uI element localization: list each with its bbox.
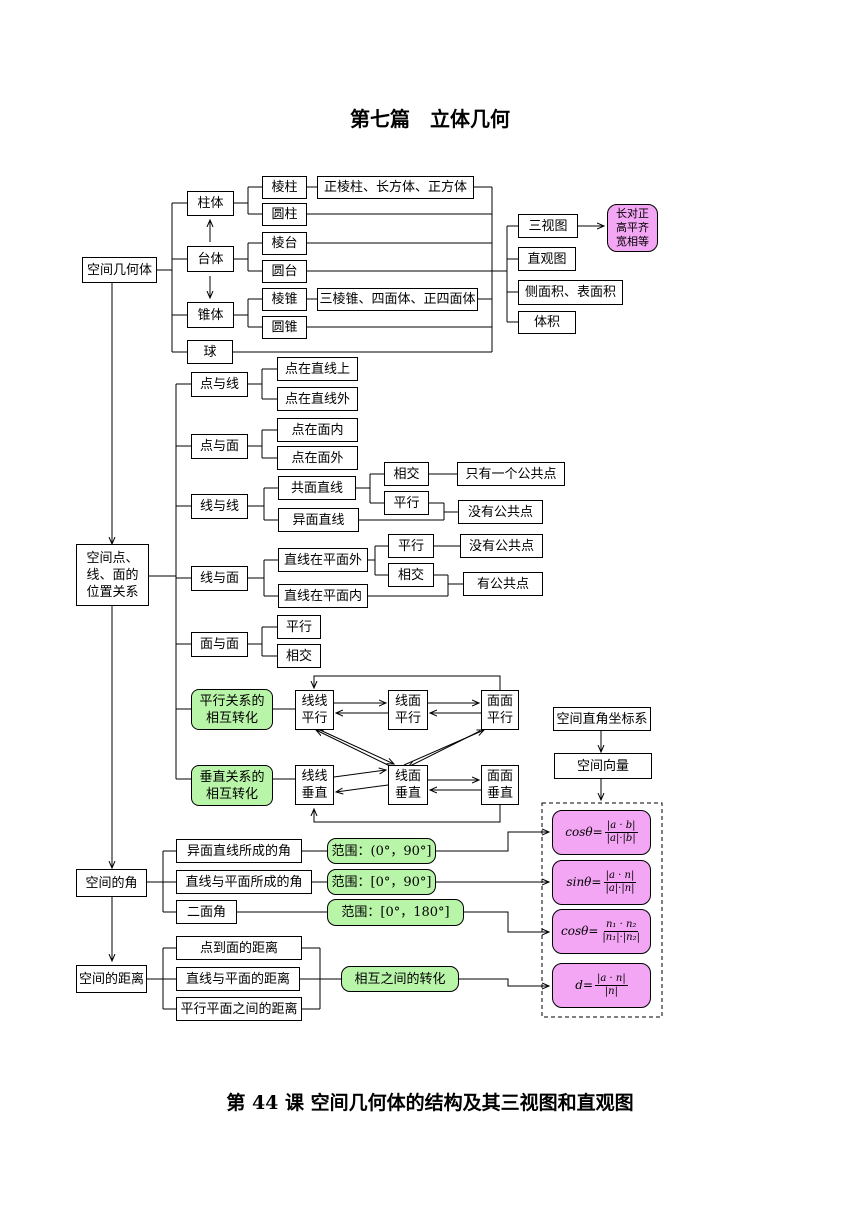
node-space-vector: 空间向量 (554, 753, 652, 779)
node-pyramid-solid: 锥体 (187, 302, 234, 328)
node-line-line: 线与线 (191, 494, 248, 519)
node-relations-root: 空间点、 线、面的 位置关系 (76, 544, 149, 606)
node-line-plane-angle: 直线与平面所成的角 (176, 870, 312, 894)
lesson-title: 第 44 课 空间几何体的结构及其三视图和直观图 (226, 1092, 634, 1114)
node-dihedral-angle-range: 范围：[0°，180°] (327, 899, 464, 926)
node-line-in-plane: 直线在平面内 (278, 584, 368, 608)
formula-lhs: cosθ= (561, 924, 599, 938)
formula-denominator: |a|·|n| (605, 883, 635, 894)
node-ll-intersect: 相交 (384, 462, 429, 486)
page-title: 第七篇 立体几何 (350, 107, 510, 131)
node-line-plane-angle-range: 范围：[0°，90°] (327, 869, 436, 895)
node-volume: 体积 (518, 311, 576, 334)
node-frustum: 棱台 (262, 232, 307, 255)
node-prism-examples: 正棱柱、长方体、正方体 (317, 176, 474, 199)
node-dihedral-angle: 二面角 (176, 900, 237, 924)
node-cone-frustum: 圆台 (262, 260, 307, 283)
node-has-common-point: 有公共点 (463, 572, 543, 596)
node-point-line: 点与线 (191, 372, 248, 397)
node-line-plane-distance: 直线与平面的距离 (176, 967, 300, 991)
node-coplanar-lines: 共面直线 (278, 476, 356, 500)
node-cone: 圆锥 (262, 316, 307, 339)
node-point-off-plane: 点在面外 (277, 446, 358, 470)
formula-numerator: |a · b| (604, 820, 638, 833)
node-three-view-rule: 长对正 高平齐 宽相等 (607, 204, 658, 252)
formula-numerator: |a · n| (603, 870, 637, 883)
node-line-plane-parallel: 线面 平行 (388, 690, 428, 730)
node-pyramid: 棱锥 (262, 288, 307, 311)
formula-lhs: sinθ= (566, 875, 602, 889)
node-plane-plane-perpendicular: 面面 垂直 (481, 765, 519, 805)
node-skew-lines: 异面直线 (278, 508, 359, 532)
node-intuitive-view: 直观图 (518, 247, 576, 271)
node-line-line-perpendicular: 线线 垂直 (295, 765, 334, 805)
node-pp-intersect: 相交 (277, 644, 321, 668)
node-plane-plane: 面与面 (191, 632, 248, 657)
node-coordinate-system: 空间直角坐标系 (553, 707, 651, 731)
node-lp-intersect: 相交 (388, 563, 434, 587)
node-line-outside-plane: 直线在平面外 (278, 548, 368, 572)
node-frustum-solid: 台体 (187, 246, 234, 272)
formula-group-frame (541, 802, 663, 1018)
node-sphere: 球 (187, 340, 233, 364)
node-point-plane: 点与面 (191, 434, 248, 459)
node-prism: 棱柱 (262, 176, 307, 199)
formula-skew-angle: cosθ= |a · b||a|·|b| (552, 810, 651, 855)
formula-lhs: cosθ= (565, 825, 603, 839)
formula-denominator: |a|·|b| (606, 833, 636, 844)
node-cylinder: 圆柱 (262, 203, 307, 226)
formula-denominator: |n| (604, 986, 618, 997)
formula-denominator: |n₁|·|n₂| (602, 932, 640, 943)
node-ll-no-common-point: 没有公共点 (458, 500, 543, 524)
node-skew-angle-range: 范围：(0°，90°] (327, 838, 436, 864)
node-point-plane-distance: 点到面的距离 (176, 936, 302, 960)
node-parallel-transform: 平行关系的 相互转化 (191, 689, 273, 730)
node-perpendicular-transform: 垂直关系的 相互转化 (191, 765, 273, 806)
node-lp-no-common-point: 没有公共点 (460, 534, 543, 558)
node-prism-solid: 柱体 (187, 191, 234, 216)
node-line-plane: 线与面 (191, 566, 248, 591)
formula-lhs: d= (575, 978, 594, 992)
formula-dihedral-angle: cosθ= n₁ · n₂|n₁|·|n₂| (552, 909, 651, 954)
node-pp-parallel: 平行 (277, 615, 321, 639)
node-skew-angle: 异面直线所成的角 (176, 839, 302, 863)
node-solid-root: 空间几何体 (82, 257, 157, 283)
node-surface-area: 侧面积、表面积 (518, 280, 623, 305)
formula-line-plane-angle: sinθ= |a · n||a|·|n| (552, 860, 651, 905)
node-line-line-parallel: 线线 平行 (295, 690, 334, 730)
node-lp-parallel: 平行 (388, 534, 434, 558)
node-line-plane-perpendicular: 线面 垂直 (388, 765, 428, 805)
node-distances-root: 空间的距离 (76, 965, 147, 993)
node-pyramid-examples: 三棱锥、四面体、正四面体 (317, 288, 478, 311)
node-point-off-line: 点在直线外 (277, 387, 358, 411)
node-point-on-line: 点在直线上 (277, 357, 358, 381)
formula-numerator: n₁ · n₂ (603, 919, 639, 932)
node-one-common-point: 只有一个公共点 (457, 462, 565, 486)
node-ll-parallel: 平行 (384, 491, 429, 515)
formula-numerator: |a · n| (595, 973, 628, 986)
node-three-views: 三视图 (518, 214, 578, 238)
node-angles-root: 空间的角 (76, 869, 147, 897)
node-distance-conversion: 相互之间的转化 (341, 966, 459, 992)
node-point-in-plane: 点在面内 (277, 418, 358, 442)
formula-distance: d= |a · n||n| (552, 963, 651, 1008)
node-parallel-plane-distance: 平行平面之间的距离 (176, 997, 302, 1021)
node-plane-plane-parallel: 面面 平行 (481, 690, 519, 730)
